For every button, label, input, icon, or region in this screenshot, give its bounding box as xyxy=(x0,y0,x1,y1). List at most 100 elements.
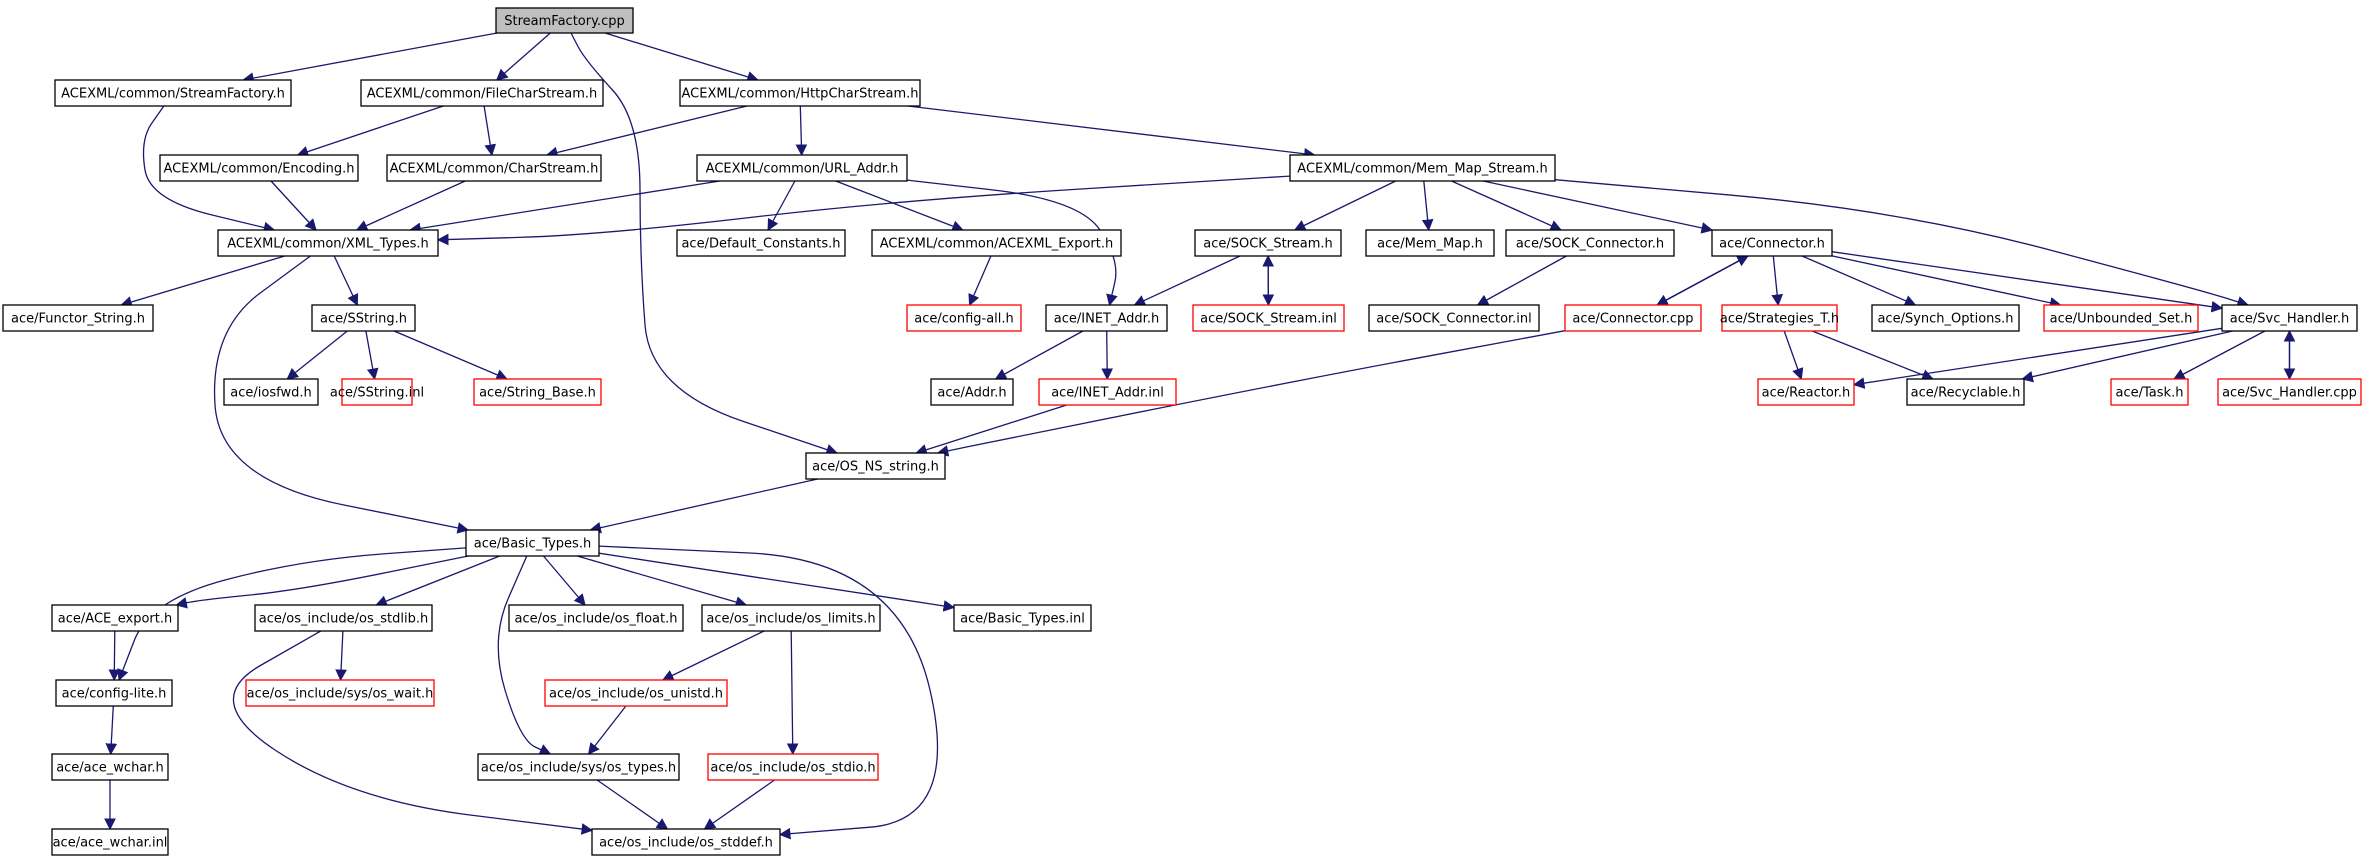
node-label: ACEXML/common/Mem_Map_Stream.h xyxy=(1297,162,1547,177)
node-iosfwd_h[interactable]: ace/iosfwd.h xyxy=(223,378,319,406)
node-label: ACEXML/common/CharStream.h xyxy=(390,162,599,177)
node-SStr_inl[interactable]: ace/SString.inl xyxy=(330,378,424,406)
node-SStr_h[interactable]: ace/SString.h xyxy=(311,304,416,332)
node-box xyxy=(159,154,359,182)
node-label: ace/os_include/os_limits.h xyxy=(706,612,875,627)
node-SS_h[interactable]: ace/SOCK_Stream.h xyxy=(1194,229,1342,257)
node-box xyxy=(360,79,604,107)
edge-MMS_h-to-SS_h xyxy=(1293,180,1396,231)
node-stdio_h[interactable]: ace/os_include/os_stdio.h xyxy=(707,753,879,781)
node-FS_h[interactable]: ace/Functor_String.h xyxy=(2,304,154,332)
node-label: ace/Recyclable.h xyxy=(1911,386,2021,401)
node-OSNS_h[interactable]: ace/OS_NS_string.h xyxy=(805,452,946,480)
edge-INET_h-to-Addr_h xyxy=(994,330,1084,380)
node-MMS_h[interactable]: ACEXML/common/Mem_Map_Stream.h xyxy=(1289,154,1556,182)
node-CA_h[interactable]: ace/config-all.h xyxy=(906,304,1022,332)
edge-XT_h-to-FS_h xyxy=(120,255,285,308)
node-label: ace/Svc_Handler.h xyxy=(2230,312,2349,327)
node-box xyxy=(707,753,879,781)
node-SC_inl[interactable]: ace/SOCK_Connector.inl xyxy=(1368,304,1540,332)
node-label: ace/Addr.h xyxy=(937,386,1006,401)
edge-BT_h-to-stddef_h xyxy=(598,545,939,840)
node-INET_inl[interactable]: ace/INET_Addr.inl xyxy=(1038,378,1177,406)
edge-FCS_h-to-CS_h xyxy=(483,105,497,157)
node-Enc_h[interactable]: ACEXML/common/Encoding.h xyxy=(159,154,359,182)
node-FCS_h[interactable]: ACEXML/common/FileCharStream.h xyxy=(360,79,604,107)
edge-SStr_h-to-SStr_inl xyxy=(365,330,379,381)
node-Conn_cpp[interactable]: ace/Connector.cpp xyxy=(1564,304,1702,332)
node-label: ace/SOCK_Connector.inl xyxy=(1376,312,1532,327)
node-SF_h[interactable]: ACEXML/common/StreamFactory.h xyxy=(54,79,292,107)
node-stddef_h[interactable]: ace/os_include/os_stddef.h xyxy=(591,828,781,856)
node-box xyxy=(477,753,680,781)
node-label: ace/Default_Constants.h xyxy=(681,237,840,252)
node-box xyxy=(386,154,602,182)
node-SC_h[interactable]: ace/SOCK_Connector.h xyxy=(1505,229,1675,257)
node-box xyxy=(1906,378,2025,406)
node-StreamFactory_cpp[interactable]: StreamFactory.cpp xyxy=(495,7,634,34)
node-label: ace/config-lite.h xyxy=(62,687,167,702)
node-limits_h[interactable]: ace/os_include/os_limits.h xyxy=(701,604,881,632)
node-label: ace/OS_NS_string.h xyxy=(812,460,939,475)
node-box xyxy=(245,679,435,707)
node-box xyxy=(217,229,439,257)
node-SO_h[interactable]: ace/Synch_Options.h xyxy=(1871,304,2020,332)
node-XT_h[interactable]: ACEXML/common/XML_Types.h xyxy=(217,229,439,257)
node-MM_h[interactable]: ace/Mem_Map.h xyxy=(1365,229,1495,257)
edge-SH_h-to-Rec_h xyxy=(2021,330,2233,383)
edge-Enc_h-to-XT_h xyxy=(270,180,317,231)
node-label: ace/Mem_Map.h xyxy=(1377,237,1483,252)
node-box xyxy=(254,604,433,632)
node-unistd_h[interactable]: ace/os_include/os_unistd.h xyxy=(544,679,728,707)
node-box xyxy=(311,304,416,332)
node-box xyxy=(2,304,154,332)
node-SB_h[interactable]: ace/String_Base.h xyxy=(473,378,602,406)
node-float_h[interactable]: ace/os_include/os_float.h xyxy=(508,604,684,632)
node-DC_h[interactable]: ace/Default_Constants.h xyxy=(676,229,846,257)
node-BT_h[interactable]: ace/Basic_Types.h xyxy=(465,529,600,557)
node-Task_h[interactable]: ace/Task.h xyxy=(2110,378,2189,406)
node-Conn_h[interactable]: ace/Connector.h xyxy=(1711,229,1833,257)
node-Addr_h[interactable]: ace/Addr.h xyxy=(930,378,1014,406)
node-wchar_inl[interactable]: ace/ace_wchar.inl xyxy=(51,828,169,856)
node-wchar_h[interactable]: ace/ace_wchar.h xyxy=(51,753,169,781)
edge-HCS_h-to-MMS_h xyxy=(907,105,1316,160)
edge-URL_h-to-INET_h xyxy=(906,179,1118,307)
edge-CL_h-to-wchar_h xyxy=(105,705,118,756)
node-box xyxy=(1289,154,1556,182)
node-CS_h[interactable]: ACEXML/common/CharStream.h xyxy=(386,154,602,182)
node-SS_inl[interactable]: ace/SOCK_Stream.inl xyxy=(1192,304,1345,332)
edge-MMS_h-to-MM_h xyxy=(1421,180,1434,232)
node-SH_cpp[interactable]: ace/Svc_Handler.cpp xyxy=(2217,378,2362,406)
node-label: ace/SString.inl xyxy=(330,386,424,401)
node-wait_h[interactable]: ace/os_include/sys/os_wait.h xyxy=(245,679,435,707)
node-AXE_h[interactable]: ACEXML/common/ACEXML_Export.h xyxy=(871,229,1122,257)
node-box xyxy=(55,679,173,707)
node-Reactor_h[interactable]: ace/Reactor.h xyxy=(1757,378,1855,406)
node-US_h[interactable]: ace/Unbounded_Set.h xyxy=(2043,304,2199,332)
edge-BT_h-to-BT_inl xyxy=(598,552,956,612)
node-URL_h[interactable]: ACEXML/common/URL_Addr.h xyxy=(696,154,908,182)
node-label: ace/os_include/os_unistd.h xyxy=(549,687,723,702)
node-ST_h[interactable]: ace/Strategies_T.h xyxy=(1720,304,1839,332)
node-HCS_h[interactable]: ACEXML/common/HttpCharStream.h xyxy=(679,79,921,107)
node-CL_h[interactable]: ace/config-lite.h xyxy=(55,679,173,707)
node-BT_inl[interactable]: ace/Basic_Types.inl xyxy=(953,604,1092,632)
node-label: ace/Connector.cpp xyxy=(1572,312,1693,327)
node-AE_h[interactable]: ace/ACE_export.h xyxy=(51,604,179,632)
node-types_h[interactable]: ace/os_include/sys/os_types.h xyxy=(477,753,680,781)
node-stdlib_h[interactable]: ace/os_include/os_stdlib.h xyxy=(254,604,433,632)
edge-Conn_cpp-to-Conn_h xyxy=(1656,255,1749,306)
edge-AE_h-to-CL_h xyxy=(108,630,121,682)
node-label: ace/SString.h xyxy=(320,312,407,327)
node-Rec_h[interactable]: ace/Recyclable.h xyxy=(1906,378,2025,406)
node-box xyxy=(2221,304,2358,332)
node-box xyxy=(1505,229,1675,257)
node-label: ace/SOCK_Connector.h xyxy=(1516,237,1664,252)
node-INET_h[interactable]: ace/INET_Addr.h xyxy=(1045,304,1168,332)
edge-SStr_h-to-iosfwd_h xyxy=(286,330,348,380)
node-label: ace/Task.h xyxy=(2116,386,2184,401)
node-label: ACEXML/common/FileCharStream.h xyxy=(367,87,598,102)
node-SH_h[interactable]: ace/Svc_Handler.h xyxy=(2221,304,2358,332)
edge-INET_h-to-INET_inl xyxy=(1101,330,1114,381)
